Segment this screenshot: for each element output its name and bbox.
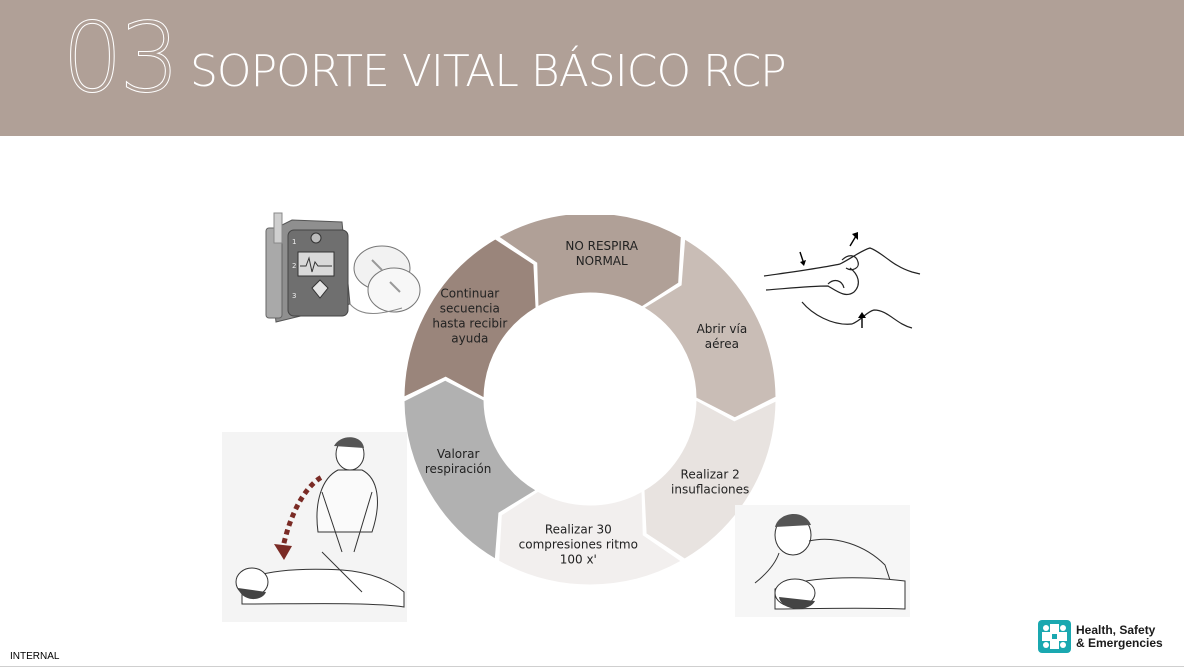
cycle-step-line: Valorar [437,447,480,461]
cpr-compressions-icon [222,432,407,622]
mouth-to-mouth-icon [735,505,910,617]
cycle-segment [642,238,777,419]
cycle-step-line: Realizar 2 [681,467,740,481]
svg-text:2: 2 [292,262,296,270]
cycle-segment [403,379,538,560]
head-tilt-chin-lift-icon [763,232,921,329]
hse-logo: Health, Safety & Emergencies [1038,620,1163,653]
svg-text:1: 1 [292,238,296,246]
logo-line-2: & Emergencies [1076,635,1163,650]
cycle-segment [643,399,777,560]
logo-line-1: Health, Safety [1076,622,1156,637]
cycle-step-line: NORMAL [576,254,628,268]
cycle-step-line: 100 x' [560,553,597,567]
section-number: 03 [61,2,180,114]
health-cross-icon [1038,620,1071,653]
cycle-segment [498,490,683,585]
cycle-step-line: insuflaciones [671,482,749,496]
cycle-step-line: Continuar [440,287,499,301]
cycle-step-line: secuencia [440,302,500,316]
cycle-segment [403,238,537,399]
header-banner: 03 SOPORTE VITAL BÁSICO RCP [0,0,1184,136]
page-title: SOPORTE VITAL BÁSICO RCP [190,46,787,97]
cycle-step-line: hasta recibir [432,317,507,331]
cycle-step-line: ayuda [451,332,488,346]
logo-text: Health, Safety & Emergencies [1076,622,1163,650]
classification-label: INTERNAL [10,651,60,662]
cycle-step-line: compresiones ritmo [519,538,638,552]
cycle-step-line: NO RESPIRA [565,239,638,253]
cycle-step-line: Abrir vía [697,322,748,336]
svg-text:3: 3 [292,292,296,300]
aed-device-icon: 1 2 3 [265,212,421,323]
cycle-step-line: respiración [425,462,491,476]
cycle-step-line: Realizar 30 [545,523,612,537]
cycle-step-line: aérea [705,337,739,351]
cycle-segment [497,215,682,308]
footer-divider [0,666,1184,667]
